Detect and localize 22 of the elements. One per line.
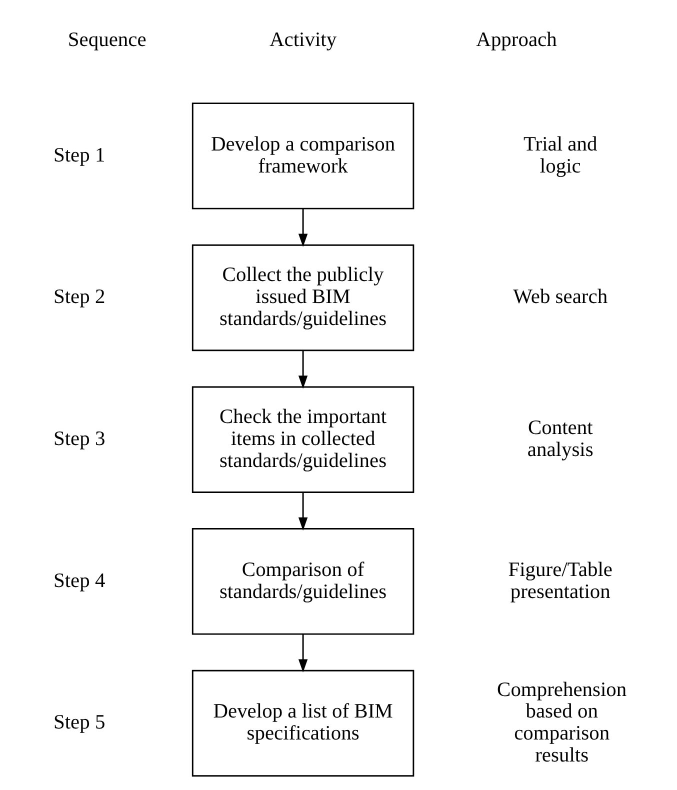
label: Trial and logic	[524, 133, 598, 178]
label: Step 1	[53, 144, 106, 166]
label: Sequence	[68, 28, 146, 51]
label: Step 2	[53, 286, 106, 308]
arrow	[298, 208, 308, 247]
node-box: Collect the publicly issued BIM standards/guidelines	[192, 244, 414, 352]
label: Web search	[513, 286, 608, 308]
label: Step 4	[53, 570, 106, 592]
arrow	[298, 492, 308, 531]
node-box: Check the important items in collected standards/guidelines	[192, 386, 414, 493]
label: Approach	[476, 28, 557, 51]
arrow	[298, 350, 308, 389]
arrow	[298, 634, 308, 672]
label: Figure/Table presentation	[508, 558, 613, 603]
node-box: Comparison of standards/guidelines	[192, 528, 414, 635]
label: Step 5	[53, 712, 106, 734]
node-box: Develop a list of BIM specifications	[192, 670, 414, 777]
label: Activity	[269, 28, 337, 51]
label: Step 3	[53, 428, 106, 450]
label: Content analysis	[527, 417, 594, 461]
label: Comprehension based on comparison results	[497, 678, 627, 767]
node-box: Develop a comparison framework	[192, 102, 414, 210]
